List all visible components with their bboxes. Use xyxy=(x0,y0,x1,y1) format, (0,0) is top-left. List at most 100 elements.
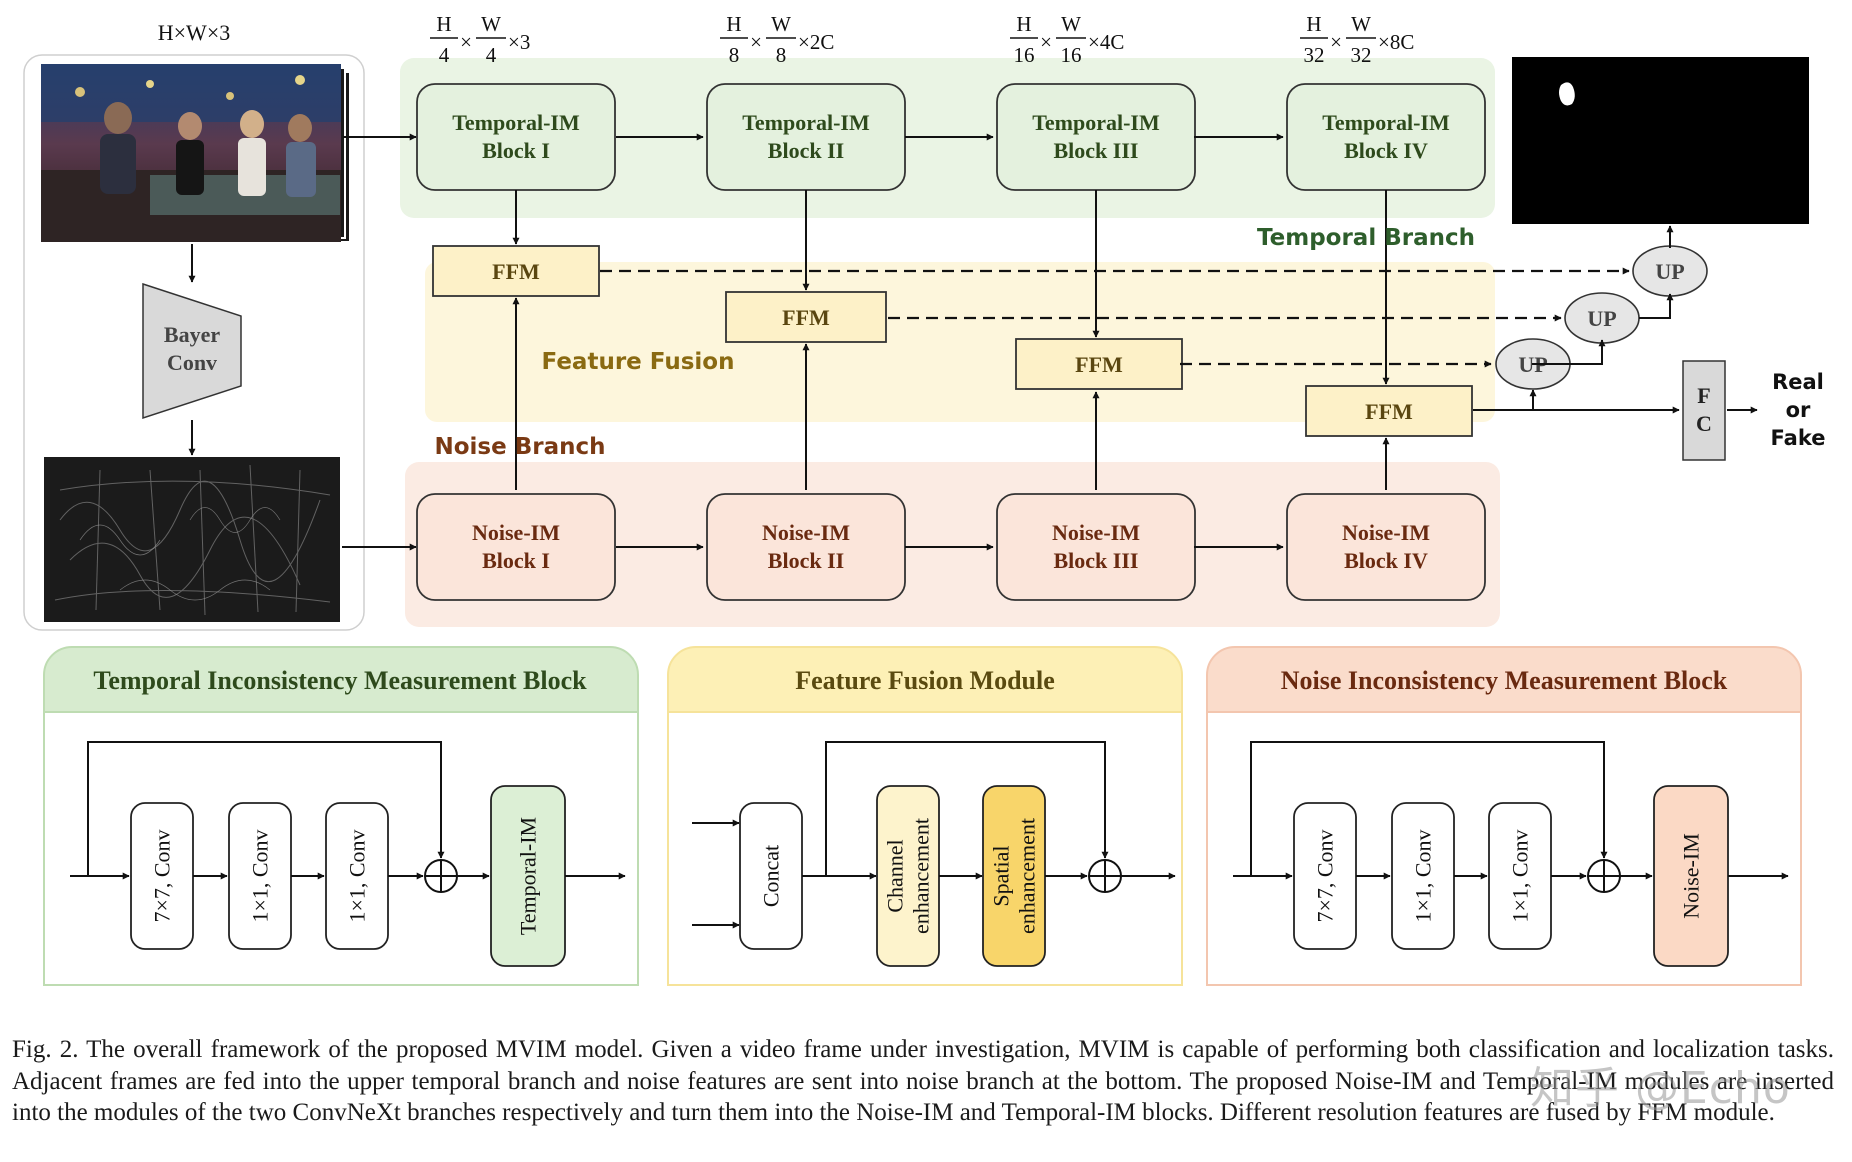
conv-box-3: 1×1, Conv xyxy=(325,802,389,950)
scale-times: × xyxy=(460,30,472,54)
temporal-block-3: Temporal-IM Block III xyxy=(996,83,1196,191)
noise-block-3: Noise-IM Block III xyxy=(996,493,1196,601)
scale-den-h: 4 xyxy=(439,43,450,67)
ffm-label: FFM xyxy=(1365,399,1413,424)
scale-channels: ×4C xyxy=(1088,30,1124,54)
concat-box: Concat xyxy=(739,802,803,950)
figure-caption: Fig. 2. The overall framework of the pro… xyxy=(12,1036,1834,1126)
ffm-box-4: FFM xyxy=(1305,385,1473,437)
scale-den-w: 16 xyxy=(1061,43,1082,67)
fc-label-1: F xyxy=(1697,383,1710,408)
scale-den-w: 4 xyxy=(486,43,497,67)
bayer-conv-label-2: Conv xyxy=(167,350,217,375)
scale-den-w: 32 xyxy=(1351,43,1372,67)
svg-text:7×7, Conv: 7×7, Conv xyxy=(1313,829,1338,922)
chain-arrows xyxy=(616,133,1284,551)
feature-fusion-band xyxy=(425,262,1495,422)
temporal-block-name: Temporal-IM xyxy=(1322,110,1450,135)
im-module-box: Noise-IM xyxy=(1653,785,1729,967)
scale-den-h: 32 xyxy=(1304,43,1325,67)
noise-block-name: Noise-IM xyxy=(472,520,560,545)
conv-box-1: 7×7, Conv xyxy=(1293,802,1357,950)
noise-block-stage: Block IV xyxy=(1344,548,1428,573)
svg-text:Channel: Channel xyxy=(883,839,908,912)
noise-residual-image xyxy=(44,457,340,622)
feature-fusion-label: Feature Fusion xyxy=(542,349,735,375)
output-label-fake: Fake xyxy=(1771,426,1826,450)
scale-label-4: H32×W32×8C xyxy=(1300,12,1414,67)
noise-block-stage: Block II xyxy=(768,548,844,573)
svg-text:Noise-IM: Noise-IM xyxy=(1679,833,1704,919)
noise-block-1: Noise-IM Block I xyxy=(416,493,616,601)
scale-num-h: H xyxy=(726,12,741,36)
temporal-block-stage: Block IV xyxy=(1344,138,1428,163)
scale-label-3: H16×W16×4C xyxy=(1010,12,1124,67)
up-label: UP xyxy=(1655,259,1684,284)
temporal-block-2: Temporal-IM Block II xyxy=(706,83,906,191)
noise-branch-band xyxy=(405,462,1500,627)
noise-block-name: Noise-IM xyxy=(1052,520,1140,545)
temporal-block-stage: Block III xyxy=(1054,138,1139,163)
scale-times: × xyxy=(1330,30,1342,54)
temporal-block-stage: Block I xyxy=(482,138,550,163)
input-shape-label: H×W×3 xyxy=(158,20,230,45)
bayer-conv-shape xyxy=(142,282,242,420)
output-label-real: Real xyxy=(1772,370,1824,394)
scale-channels: ×8C xyxy=(1378,30,1414,54)
temporal-panel-title: Temporal Inconsistency Measurement Block xyxy=(93,666,587,695)
scale-num-h: H xyxy=(1306,12,1321,36)
svg-text:Temporal-IM: Temporal-IM xyxy=(516,817,541,935)
scale-num-w: W xyxy=(481,12,501,36)
sum-node xyxy=(1088,859,1122,893)
noise-block-4: Noise-IM Block IV xyxy=(1286,493,1486,601)
up-label: UP xyxy=(1587,306,1616,331)
svg-text:Spatial: Spatial xyxy=(989,845,1014,906)
noise-block-stage: Block I xyxy=(482,548,550,573)
ffm-box-1: FFM xyxy=(432,245,600,297)
conv-box-2: 1×1, Conv xyxy=(228,802,292,950)
temporal-block-name: Temporal-IM xyxy=(742,110,870,135)
scale-times: × xyxy=(750,30,762,54)
noise-block-name: Noise-IM xyxy=(1342,520,1430,545)
sum-node xyxy=(424,859,458,893)
scale-den-w: 8 xyxy=(776,43,787,67)
noise-panel-title: Noise Inconsistency Measurement Block xyxy=(1281,666,1728,695)
temporal-block-name: Temporal-IM xyxy=(1032,110,1160,135)
scale-label-1: H4×W4×3 xyxy=(430,12,530,67)
noise-block-name: Noise-IM xyxy=(762,520,850,545)
temporal-block-stage: Block II xyxy=(768,138,844,163)
temporal-block-name: Temporal-IM xyxy=(452,110,580,135)
fc-box xyxy=(1682,360,1726,461)
localization-mask xyxy=(1512,57,1809,224)
conv-box-1: 7×7, Conv xyxy=(130,802,194,950)
temporal-block-1: Temporal-IM Block I xyxy=(416,83,616,191)
mask-blob xyxy=(1559,82,1575,106)
bayer-conv-label-1: Bayer xyxy=(164,322,220,347)
svg-text:7×7, Conv: 7×7, Conv xyxy=(150,829,175,922)
conv-box-3: 1×1, Conv xyxy=(1488,802,1552,950)
svg-text:Concat: Concat xyxy=(759,845,784,907)
noise-block-stage: Block III xyxy=(1054,548,1139,573)
ffm-box-2: FFM xyxy=(725,291,887,343)
svg-text:1×1, Conv: 1×1, Conv xyxy=(1508,829,1533,922)
svg-text:enhancement: enhancement xyxy=(1015,818,1040,934)
scale-label-2: H8×W8×2C xyxy=(720,12,834,67)
svg-text:1×1, Conv: 1×1, Conv xyxy=(248,829,273,922)
branch-to-ffm-arrows xyxy=(512,190,1390,490)
ffm-label: FFM xyxy=(492,259,540,284)
noise-block-2: Noise-IM Block II xyxy=(706,493,906,601)
scale-num-w: W xyxy=(1351,12,1371,36)
scale-num-h: H xyxy=(436,12,451,36)
temporal-branch-label: Temporal Branch xyxy=(1257,225,1475,251)
scale-num-h: H xyxy=(1016,12,1031,36)
up-chain-arrows xyxy=(1529,225,1674,410)
scale-den-h: 16 xyxy=(1014,43,1035,67)
ffm-label: FFM xyxy=(782,305,830,330)
noise-branch-label: Noise Branch xyxy=(434,434,605,460)
fusion-panel-title: Feature Fusion Module xyxy=(795,666,1055,695)
watermark: 知乎 @Echo xyxy=(1530,1063,1791,1114)
svg-text:1×1, Conv: 1×1, Conv xyxy=(1411,829,1436,922)
